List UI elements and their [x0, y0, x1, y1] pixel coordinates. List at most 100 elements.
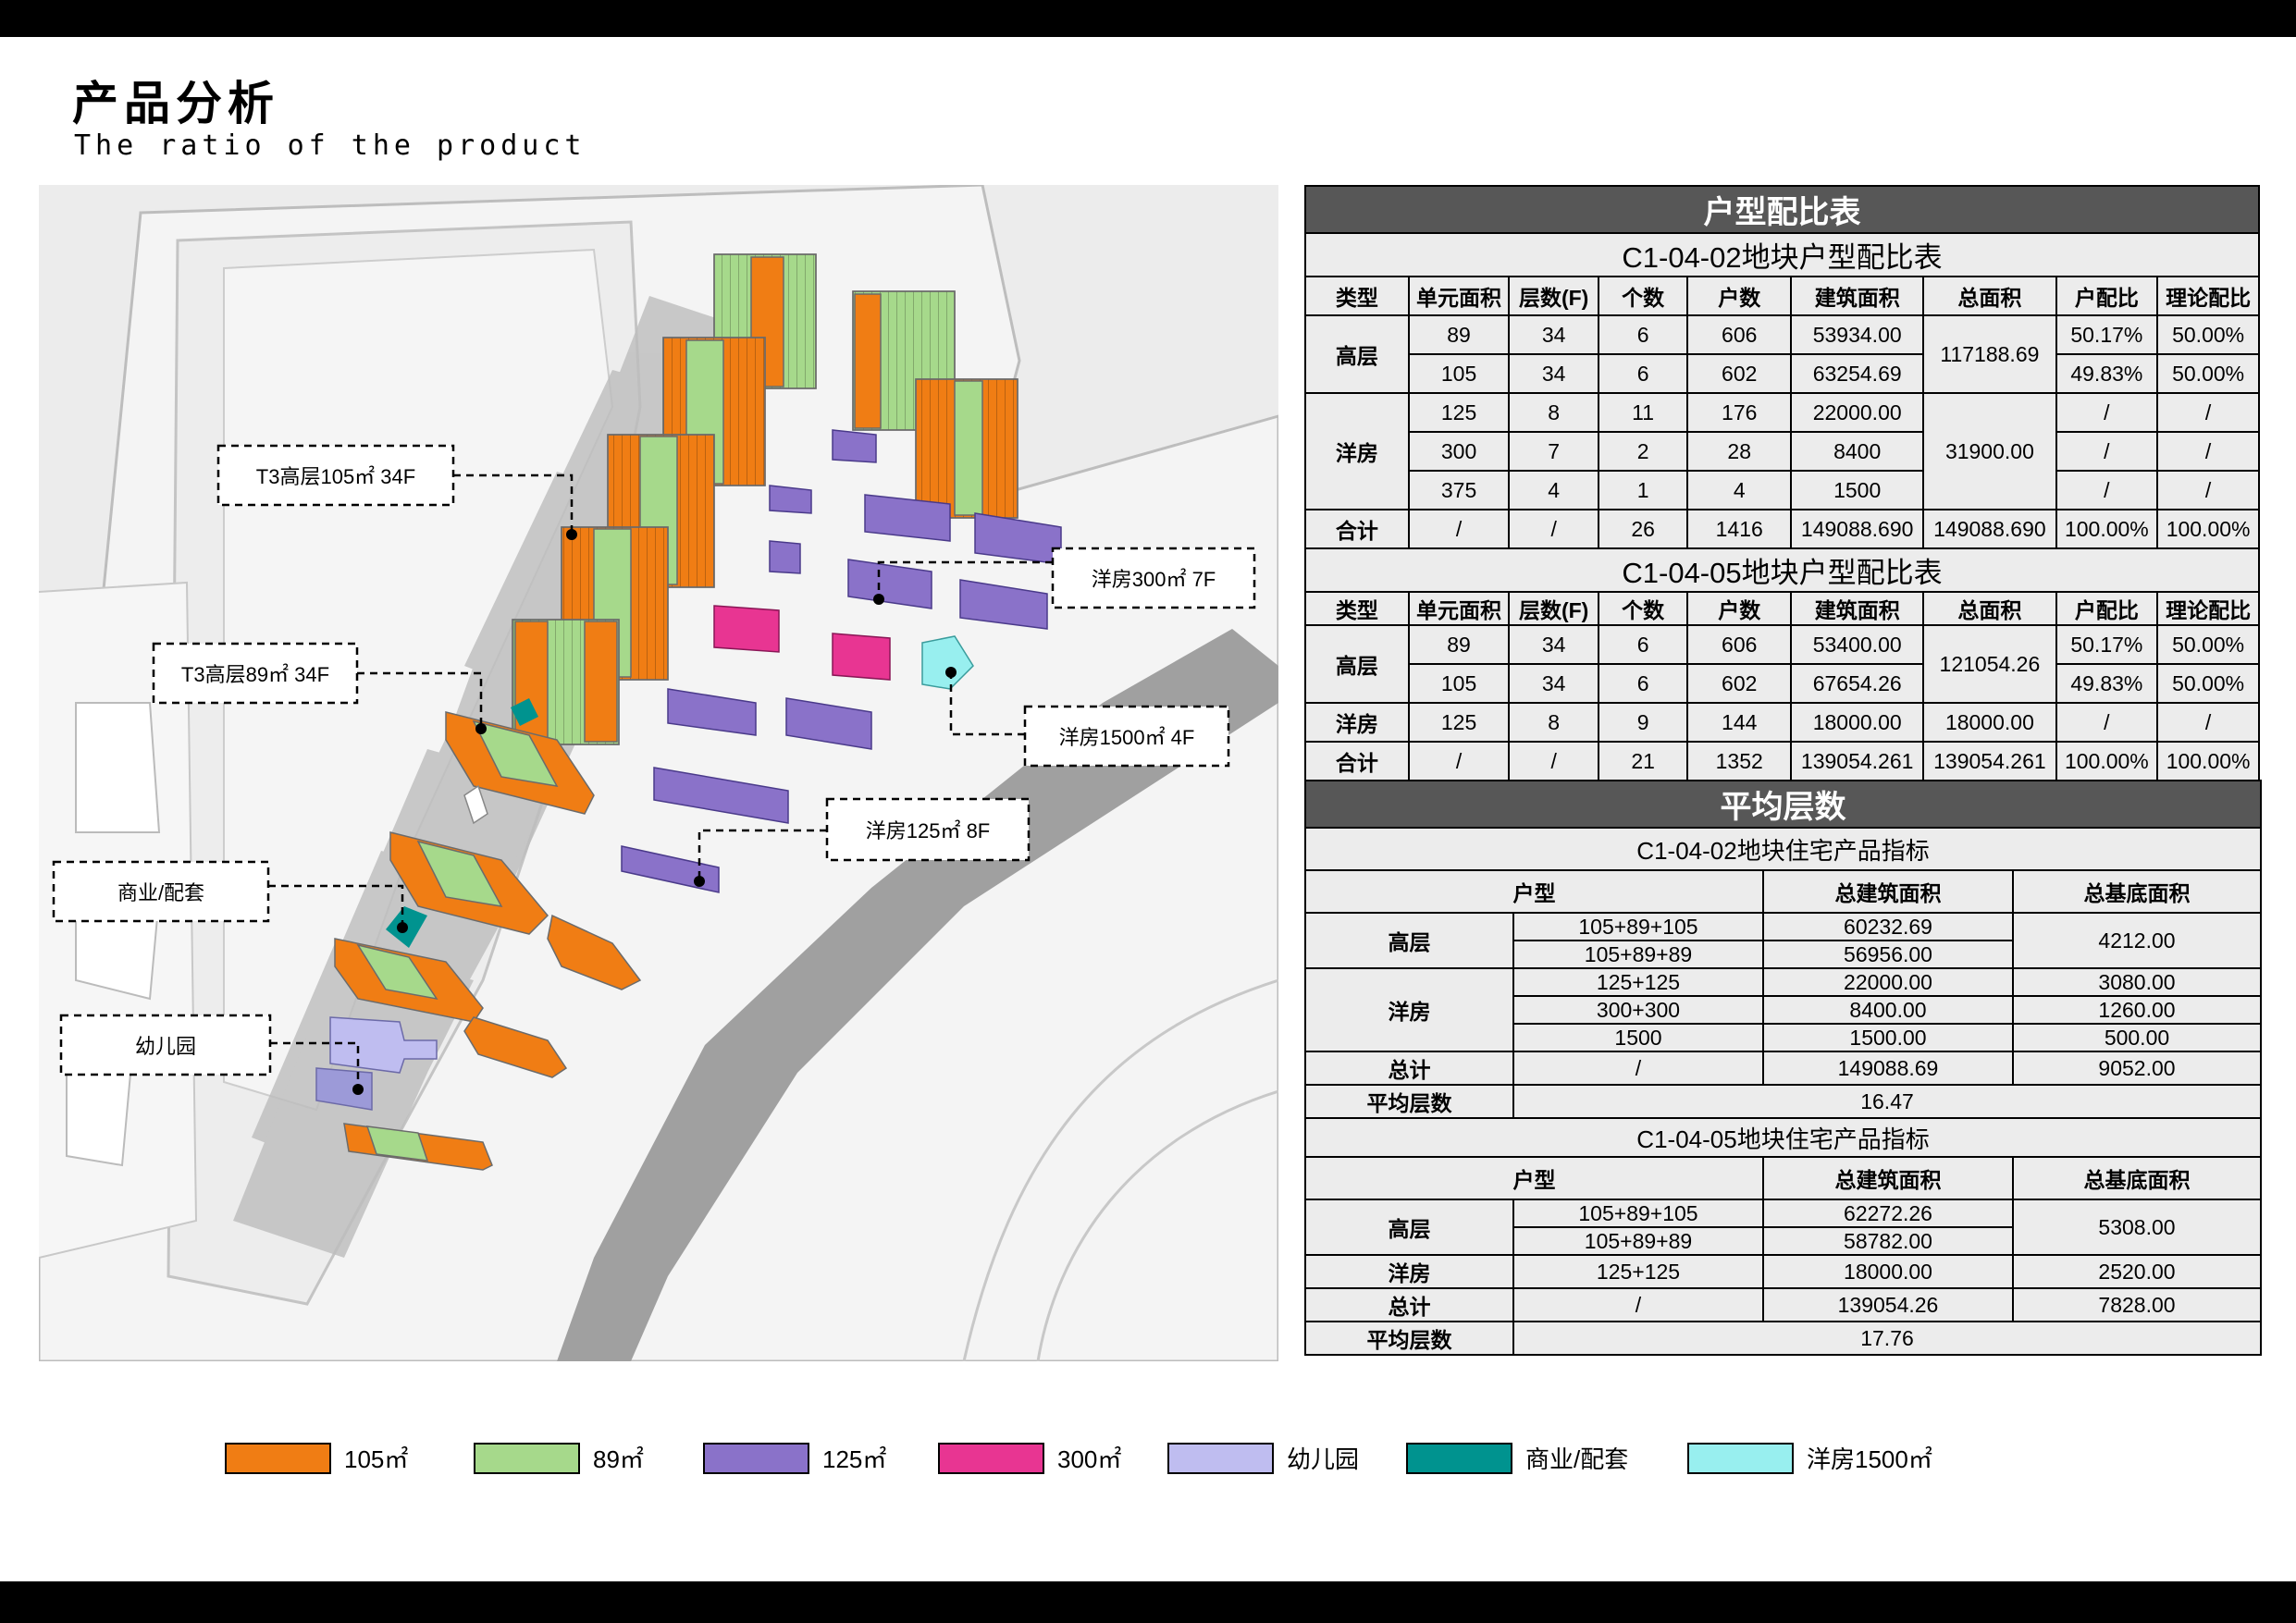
cell: 2520.00: [2012, 1254, 2262, 1289]
table2-col-households: 户数: [1686, 591, 1793, 626]
table3-villa-label: 洋房: [1304, 967, 1514, 1052]
cell: 176: [1686, 392, 1793, 433]
cell: 26: [1597, 509, 1689, 549]
table1-col-households: 户数: [1686, 276, 1793, 316]
cell: 105: [1407, 663, 1511, 704]
cell: 606: [1686, 314, 1793, 355]
table3-header-row: 户型 总建筑面积 总基底面积: [1304, 869, 2262, 914]
cell: 49.83%: [2055, 353, 2159, 394]
table3-col-gfa: 总建筑面积: [1762, 869, 2014, 914]
cell: 34: [1508, 663, 1599, 704]
table4-highrise-base: 5308.00: [2012, 1199, 2262, 1256]
legend-label: 125㎡: [822, 1445, 887, 1473]
cell: 9052.00: [2012, 1051, 2262, 1086]
legend-swatch: [938, 1442, 1044, 1474]
cell: 50.00%: [2156, 624, 2260, 665]
cell: 4: [1686, 470, 1793, 510]
cell: 50.00%: [2156, 353, 2260, 394]
cell: 105+89+105: [1512, 912, 1764, 941]
cell: 139054.261: [1922, 741, 2057, 781]
cell: 139054.261: [1790, 741, 1925, 781]
cell: 6: [1597, 624, 1689, 665]
table1-col-total-area: 总面积: [1922, 276, 2057, 316]
table3-highrise-label: 高层: [1304, 912, 1514, 969]
cell: 34: [1508, 314, 1599, 355]
cell: 1260.00: [2012, 995, 2262, 1025]
cell: 300: [1407, 431, 1511, 472]
callout-t3-105-label: T3高层105㎡ 34F: [256, 465, 415, 488]
callout-commercial-label: 商业/配套: [117, 881, 204, 904]
table1-villa-total: 31900.00: [1922, 392, 2057, 510]
callout-kindergarten-label: 幼儿园: [135, 1035, 196, 1058]
cell: 11: [1597, 392, 1689, 433]
cell: 平均层数: [1304, 1321, 1514, 1356]
cell: 100.00%: [2055, 741, 2159, 781]
cell: 139054.26: [1762, 1287, 2014, 1322]
cell: /: [2055, 431, 2159, 472]
table3-col-base: 总基底面积: [2012, 869, 2262, 914]
cell: 375: [1407, 470, 1511, 510]
table4-avg-row: 平均层数 17.76: [1304, 1321, 2262, 1356]
table1-highrise-total: 117188.69: [1922, 314, 2057, 394]
cell: 62272.26: [1762, 1199, 2014, 1228]
legend-label: 商业/配套: [1525, 1445, 1629, 1473]
cell: 34: [1508, 624, 1599, 665]
table4-highrise-label: 高层: [1304, 1199, 1514, 1256]
cell: 8: [1508, 392, 1599, 433]
table-row: 洋房 125+125 18000.00 2520.00: [1304, 1254, 2262, 1289]
table1-col-ratio: 户配比: [2055, 276, 2159, 316]
cell: 105+89+89: [1512, 940, 1764, 969]
legend-item-commercial: 商业/配套: [1406, 1441, 1628, 1475]
legend-swatch: [703, 1442, 809, 1474]
ratio-section-title: 户型配比表: [1304, 185, 2260, 234]
cell: /: [1512, 1051, 1764, 1086]
cell: 总计: [1304, 1051, 1514, 1086]
cell: 63254.69: [1790, 353, 1925, 394]
cell: 49.83%: [2055, 663, 2159, 704]
cell: 22000.00: [1790, 392, 1925, 433]
cell: 50.00%: [2156, 314, 2260, 355]
cell: 58782.00: [1762, 1226, 2014, 1256]
cell: 6: [1597, 663, 1689, 704]
table2-col-total-area: 总面积: [1922, 591, 2057, 626]
legend-label: 洋房1500㎡: [1807, 1445, 1932, 1473]
cell: 34: [1508, 353, 1599, 394]
cell: 50.17%: [2055, 314, 2159, 355]
callout-villa-125: 洋房125㎡ 8F: [825, 797, 1031, 862]
bottom-black-bar: [0, 1581, 2296, 1623]
cell: 6: [1597, 353, 1689, 394]
cell: 8400.00: [1762, 995, 2014, 1025]
cell: 1500: [1512, 1023, 1764, 1052]
cell: 89: [1407, 624, 1511, 665]
table1-col-unit-area: 单元面积: [1407, 276, 1511, 316]
cell: /: [2156, 392, 2260, 433]
cell: 149088.690: [1922, 509, 2057, 549]
cell: 100.00%: [2055, 509, 2159, 549]
cell: 7828.00: [2012, 1287, 2262, 1322]
legend-swatch: [474, 1442, 580, 1474]
table3-title: C1-04-02地块住宅产品指标: [1304, 827, 2262, 871]
callout-villa-300: 洋房300㎡ 7F: [1051, 547, 1256, 609]
table1-header-row: 类型 单元面积 层数(F) 个数 户数 建筑面积 总面积 户配比 理论配比: [1304, 276, 2260, 316]
table4-col-gfa: 总建筑面积: [1762, 1156, 2014, 1200]
cell: 1500.00: [1762, 1023, 2014, 1052]
legend-item-125: 125㎡: [703, 1441, 886, 1475]
table-row: 高层 89 34 6 606 53934.00 117188.69 50.17%…: [1304, 314, 2260, 394]
table-row: 洋房 125+125 22000.00 3080.00: [1304, 967, 2262, 1052]
callout-t3-89: T3高层89㎡ 34F: [152, 642, 359, 705]
table2-highrise-label: 高层: [1304, 624, 1410, 704]
legend-swatch: [225, 1442, 331, 1474]
ratio-section-table: 户型配比表 C1-04-02地块户型配比表 类型 单元面积 层数(F) 个数 户…: [1304, 185, 2260, 781]
table-row: 高层 105+89+105 60232.69 4212.00: [1304, 912, 2262, 969]
cell: /: [2156, 431, 2260, 472]
legend-item-kindergarten: 幼儿园: [1167, 1441, 1359, 1475]
cell: 1352: [1686, 741, 1793, 781]
cell: 53934.00: [1790, 314, 1925, 355]
callout-t3-105: T3高层105㎡ 34F: [216, 444, 455, 507]
table-row: 105+89+89 58782.00: [1305, 1226, 2261, 1256]
table1-col-theory-ratio: 理论配比: [2156, 276, 2260, 316]
table-row: 105 34 6 602 63254.69 49.83% 50.00%: [1305, 353, 2260, 394]
legend-swatch: [1406, 1442, 1512, 1474]
cell: /: [2156, 470, 2260, 510]
top-black-bar: [0, 0, 2296, 37]
